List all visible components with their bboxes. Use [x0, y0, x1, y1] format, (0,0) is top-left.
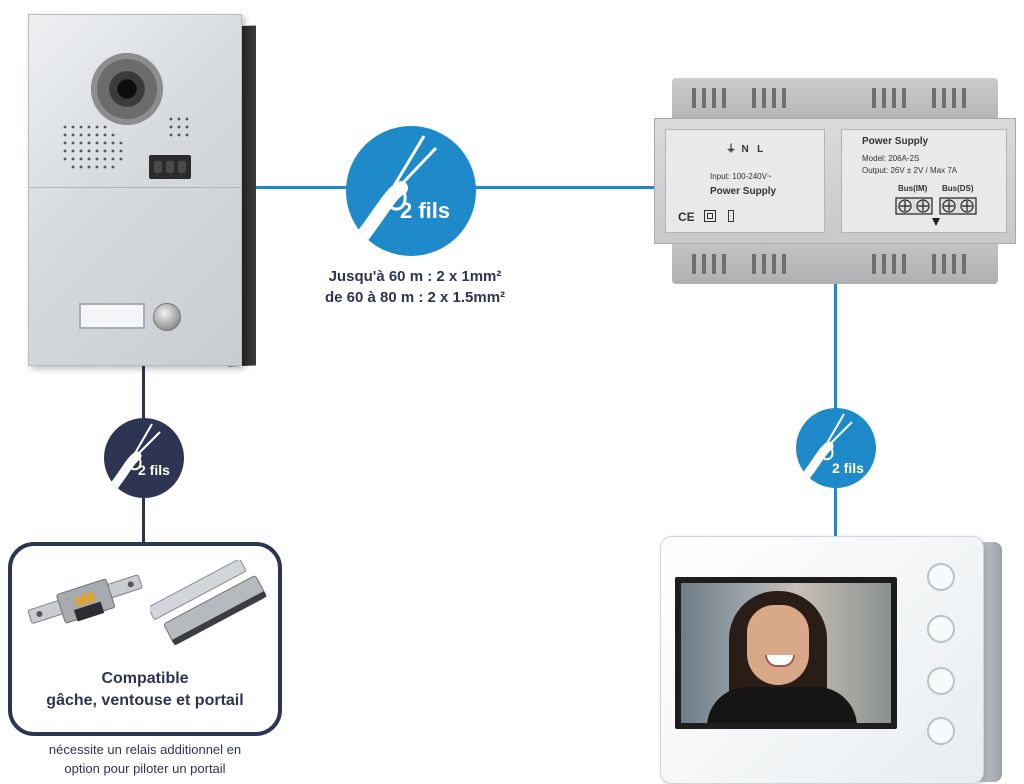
power-supply-bottom-ridge: [672, 244, 998, 284]
door-station: [28, 14, 258, 367]
double-insulation-icon: [704, 210, 716, 222]
indoor-monitor: [660, 536, 1006, 784]
cable-badge-lock: 2 fils: [104, 418, 184, 498]
accessories-title-line-1: Compatible: [101, 670, 189, 687]
name-tag: [79, 303, 145, 329]
wire-icon: [346, 135, 438, 256]
monitor-button-call: [927, 563, 955, 591]
speaker-grille-right: [169, 117, 189, 137]
accessories-note-line-1: nécessite un relais additionnel en: [48, 742, 242, 757]
electric-strike-image: [27, 574, 143, 624]
wire-icon: [796, 413, 853, 488]
left-title: Power Supply: [710, 186, 777, 197]
power-supply-left-label: ⏚ N L Input: 100-240V~ Power Supply CE: [665, 129, 825, 233]
monitor-button-gate: [927, 717, 955, 745]
power-supply-right-label: Power Supply Model: 206A-2S Output: 26V …: [841, 129, 1007, 233]
accessories-note: nécessite un relais additionnel en optio…: [0, 740, 290, 778]
cable-badge-lock-label: 2 fils: [138, 462, 170, 478]
infrared-window: [149, 155, 191, 179]
bus-terminals: [895, 197, 977, 226]
call-button: [153, 303, 181, 331]
output-line: Output: 26V ± 2V / Max 7A: [862, 166, 958, 175]
monitor-screen: [675, 577, 897, 729]
power-supply-body: ⏚ N L Input: 100-240V~ Power Supply CE P…: [654, 118, 1016, 244]
video-image: [681, 583, 891, 723]
monitor-button-unlock: [927, 667, 955, 695]
cable-spec-line-2: de 60 à 80 m : 2 x 1.5mm²: [324, 289, 506, 306]
cable-badge-main: 2 fils: [346, 126, 476, 256]
power-supply-top-ridge: [672, 78, 998, 118]
door-station-front-plate: [28, 14, 242, 366]
accessories-note-line-2: option pour piloter un portail: [64, 761, 226, 776]
monitor-front: [660, 536, 984, 784]
right-title: Power Supply: [862, 136, 929, 147]
bus-ds-label: Bus(DS): [942, 184, 974, 193]
accessories-title-line-2: gâche, ventouse et portail: [46, 692, 244, 709]
accessories-title: Compatible gâche, ventouse et portail: [12, 668, 278, 712]
bus-im-label: Bus(IM): [898, 184, 928, 193]
terminal-marks: ⏚ N L: [726, 144, 764, 155]
fuse-icon: [728, 210, 734, 222]
cable-badge-main-label: 2 fils: [400, 198, 451, 223]
speaker-grille-left: [63, 125, 123, 169]
camera-lens: [91, 53, 163, 125]
monitor-button-photo: [927, 615, 955, 643]
cable-badge-monitor: 2 fils: [796, 408, 876, 488]
accessories-panel: Compatible gâche, ventouse et portail: [8, 542, 282, 736]
ce-mark: CE: [678, 210, 695, 224]
wire-icon: [104, 423, 161, 498]
input-rating: Input: 100-240V~: [710, 172, 772, 181]
cable-badge-monitor-label: 2 fils: [832, 460, 864, 476]
model-line: Model: 206A-2S: [862, 154, 920, 163]
door-station-seam: [29, 187, 241, 188]
magnetic-lock-image: [150, 560, 267, 646]
cable-spec-line-1: Jusqu'à 60 m : 2 x 1mm²: [328, 268, 502, 285]
cable-spec: Jusqu'à 60 m : 2 x 1mm² de 60 à 80 m : 2…: [290, 266, 540, 308]
power-supply: ⏚ N L Input: 100-240V~ Power Supply CE P…: [654, 78, 1016, 284]
